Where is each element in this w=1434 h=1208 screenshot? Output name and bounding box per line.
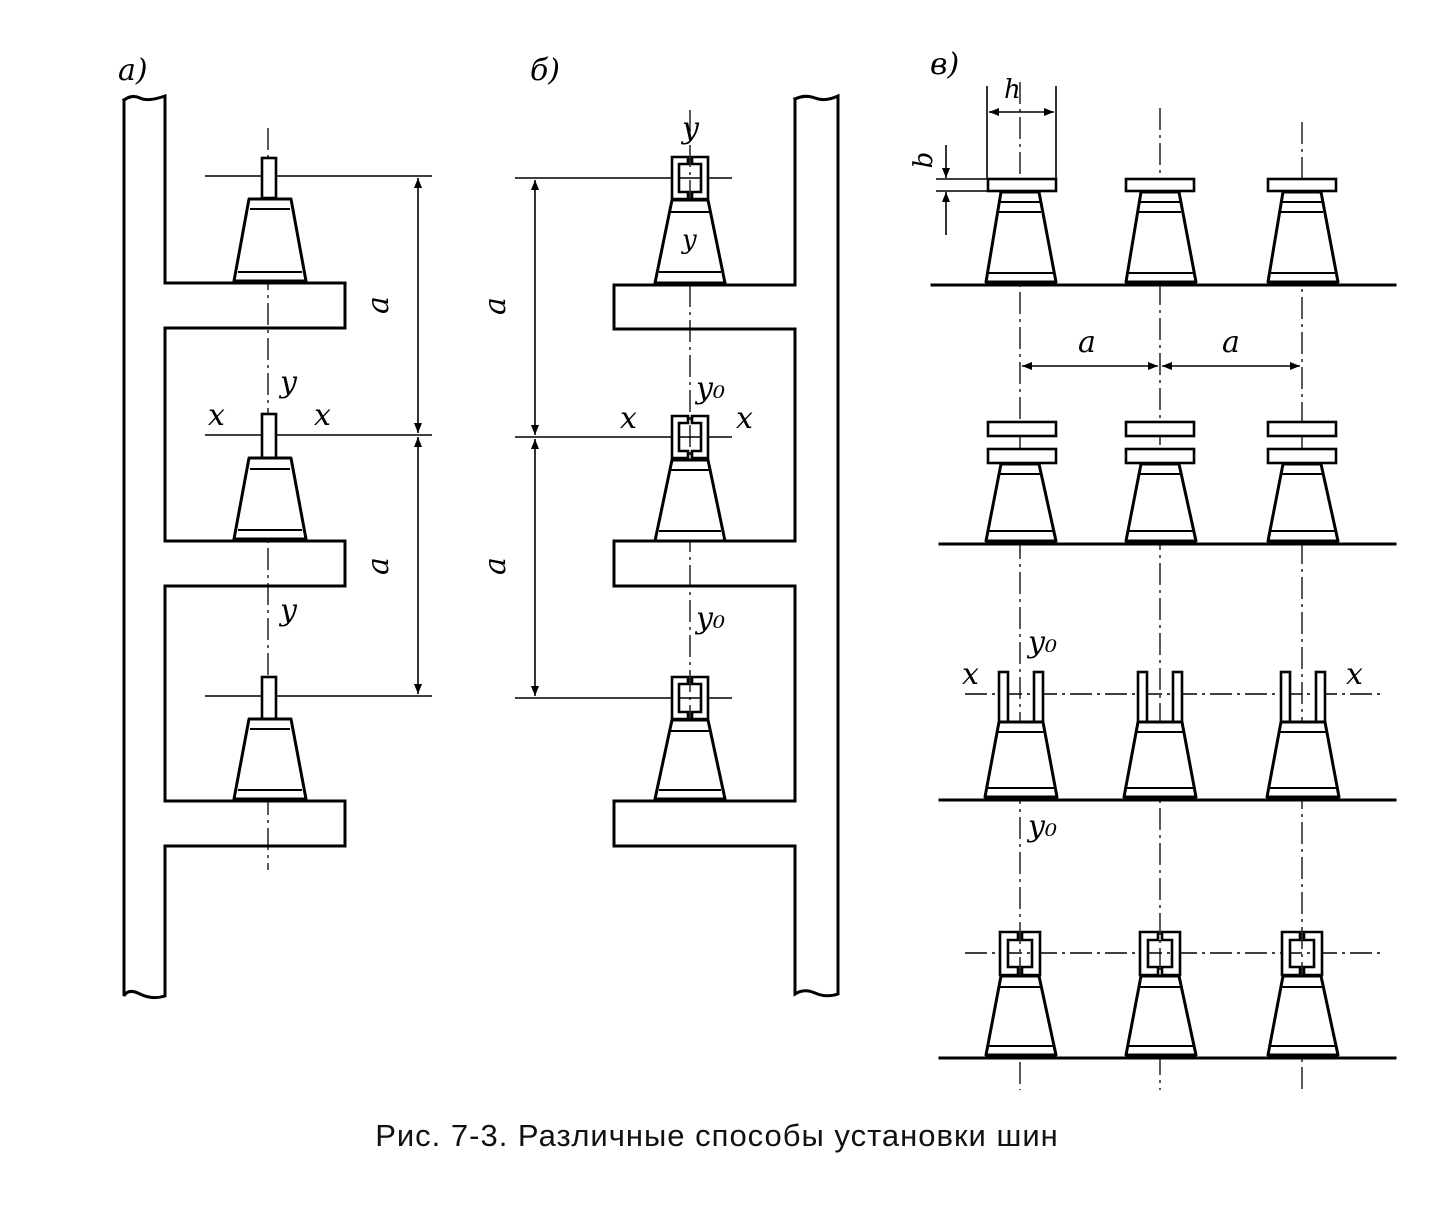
panel-a-dim-label: a: [361, 296, 396, 314]
panel-c-row4-insulator: [1266, 930, 1340, 1057]
panel-b-tag: б): [530, 53, 560, 88]
panel-c-row4-insulator: [1124, 930, 1198, 1057]
panel-b-axis-label-y: y: [680, 111, 700, 146]
panel-b-axis-label-x: x: [620, 401, 637, 436]
panel-b-channel-bus: [670, 675, 710, 721]
panel-c-h-label: h: [1004, 75, 1021, 105]
panel-b-channel-bus: [670, 414, 710, 460]
panel-a-frame: [121, 93, 347, 1000]
panel-a-axis-label-x: x: [208, 398, 225, 433]
panel-b-insulator: [653, 458, 727, 543]
panel-c-axis-label-x: x: [962, 657, 979, 692]
panel-a-axis-label-x: x: [314, 398, 331, 433]
panel-a-axis-label-y: y: [278, 365, 298, 400]
panel-c-axis-label-x: x: [1346, 657, 1363, 692]
panel-c-dim-label: a: [1222, 325, 1240, 360]
panel-b-axis-label-x: x: [736, 401, 753, 436]
panel-b-channel-bus: [670, 155, 710, 201]
panel-a-insulator: [232, 412, 308, 541]
panel-c-row2-insulator: [1266, 420, 1340, 543]
panel-b-insulator: [653, 718, 727, 801]
panel-b-frame: [612, 93, 840, 998]
panel-a-insulator: [232, 156, 308, 283]
panel-c: в) h b a a: [909, 47, 1397, 1090]
panel-b-dim-label: a: [478, 297, 513, 315]
panel-c-dim-label: a: [1078, 325, 1096, 360]
panel-a-axis-label-y: y: [278, 593, 298, 628]
panel-c-row4-insulator: [984, 930, 1058, 1057]
panel-b-axis-label-y0: y₀: [694, 601, 725, 636]
panel-c-b-label: b: [909, 152, 939, 169]
panel-c-row1-insulator: [984, 177, 1058, 284]
panel-c-row2-insulator: [984, 420, 1058, 543]
panel-c-row2-insulator: [1124, 420, 1198, 543]
figure-caption: Рис. 7-3. Различные способы установки ши…: [375, 1118, 1059, 1153]
panel-c-row1-insulator: [1124, 177, 1198, 284]
panel-b-axis-label-y: y: [681, 225, 697, 255]
panel-b-insulator: [653, 198, 727, 285]
panel-a-tag: а): [118, 53, 148, 88]
panel-c-axis-label-y0: y₀: [1026, 809, 1057, 844]
panel-a-dim-label: a: [361, 557, 396, 575]
panel-b: б): [478, 53, 840, 998]
panel-a: а) a a y: [118, 53, 432, 1000]
panel-b-axis-label-y0: y₀: [694, 371, 725, 406]
panel-c-row3-insulator: [1122, 670, 1198, 799]
panel-b-dim-label: a: [478, 557, 513, 575]
panel-c-axis-label-y0: y₀: [1026, 625, 1057, 660]
panel-a-insulator: [232, 675, 308, 801]
panel-c-row3-insulator: [983, 670, 1059, 799]
panel-c-row1-insulator: [1266, 177, 1340, 284]
panel-c-tag: в): [930, 47, 959, 82]
panel-c-row3-insulator: [1265, 670, 1341, 799]
